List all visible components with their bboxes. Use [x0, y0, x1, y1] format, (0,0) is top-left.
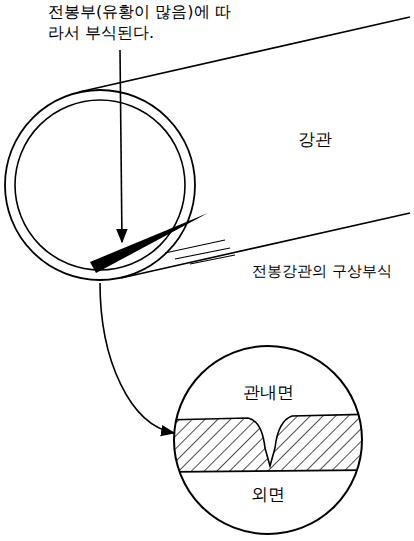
- pipe-outer-wall: [5, 90, 195, 280]
- callout-note: 전봉부(유황이 많음)에 따라서 부식된다.: [48, 2, 238, 44]
- label-text: 강관: [298, 128, 378, 150]
- label-text: 전봉부(유황이 많음)에 따라서 부식된다.: [48, 2, 238, 44]
- zoom-arrow: [100, 283, 174, 433]
- magnified-view: 관내면외면: [173, 345, 363, 535]
- label-text: 전봉강관의 구상부식: [252, 262, 410, 282]
- surface-label: 관내면: [175, 381, 361, 403]
- surface-label: 외면: [175, 483, 361, 505]
- pointer-arrow: [120, 50, 122, 242]
- figure-caption: 전봉강관의 구상부식: [252, 262, 410, 282]
- part-name: 강관: [298, 128, 378, 150]
- pipe-inner-wall: [15, 100, 185, 270]
- surface-marks: [165, 240, 235, 264]
- wall-section: [160, 414, 380, 472]
